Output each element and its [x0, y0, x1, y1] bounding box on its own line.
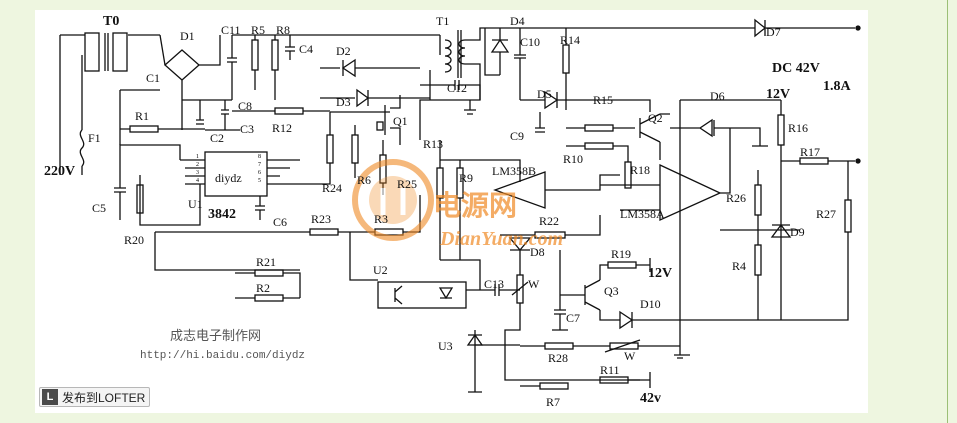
label-diydz: diydz [215, 171, 242, 185]
label-d8: D8 [530, 245, 545, 259]
label-c9: C9 [510, 129, 524, 143]
label-r7: R7 [546, 395, 560, 409]
pin-1: 1 [196, 154, 199, 160]
label-r13: R13 [423, 137, 443, 151]
label-r20: R20 [124, 233, 144, 247]
label-r11: R11 [600, 363, 620, 377]
label-r16: R16 [788, 121, 808, 135]
label-c1: C1 [146, 71, 160, 85]
label-220v: 220V [44, 164, 75, 179]
label-r18: R18 [630, 163, 650, 177]
label-q3: Q3 [604, 284, 619, 298]
label-r3: R3 [374, 212, 388, 226]
label-d3: D3 [336, 95, 351, 109]
dianyuan-watermark [352, 159, 434, 241]
share-to-lofter-button[interactable]: L 发布到LOFTER [39, 387, 150, 407]
label-c5: C5 [92, 201, 106, 215]
watermark-url: http://hi.baidu.com/diydz [140, 350, 305, 362]
label-d5: D5 [537, 87, 552, 101]
label-42v: 42v [640, 391, 661, 406]
label-r2: R2 [256, 281, 270, 295]
label-q1: Q1 [393, 114, 408, 128]
share-to-lofter-label: 发布到LOFTER [62, 390, 146, 405]
label-3842: 3842 [208, 207, 236, 222]
label-d4: D4 [510, 14, 525, 28]
watermark-site-en: DianYuan.com [439, 228, 563, 250]
label-r4: R4 [732, 259, 746, 273]
label-r17: R17 [800, 145, 820, 159]
label-r25: R25 [397, 177, 417, 191]
label-u1: U1 [188, 197, 203, 211]
label-c12: C12 [447, 81, 467, 95]
pin-7: 7 [258, 162, 261, 168]
label-r12: R12 [272, 121, 292, 135]
label-t1: T1 [436, 14, 449, 28]
label-c11: C11 [221, 23, 241, 37]
label-r9: R9 [459, 171, 473, 185]
pin-numbers: 1 2 3 4 8 7 6 5 [196, 154, 261, 184]
label-d1: D1 [180, 29, 195, 43]
label-r24: R24 [322, 181, 342, 195]
pin-5: 5 [258, 178, 261, 184]
label-r10: R10 [563, 152, 583, 166]
label-r5: R5 [251, 23, 265, 37]
watermark-author: 成志电子制作网 [170, 328, 261, 343]
label-r6: R6 [357, 173, 371, 187]
label-d2: D2 [336, 44, 351, 58]
label-lm358a: LM358A [620, 207, 665, 221]
label-d6: D6 [710, 89, 725, 103]
label-r26: R26 [726, 191, 746, 205]
label-d9: D9 [790, 225, 805, 239]
pin-4: 4 [196, 178, 199, 184]
label-current: 1.8A [823, 79, 852, 94]
label-u2: U2 [373, 263, 388, 277]
label-t0: T0 [103, 14, 119, 29]
label-r27: R27 [816, 207, 836, 221]
pin-2: 2 [196, 162, 199, 168]
label-c2: C2 [210, 131, 224, 145]
label-d7: D7 [766, 25, 781, 39]
label-c8: C8 [238, 99, 252, 113]
pin-6: 6 [258, 170, 261, 176]
label-r23: R23 [311, 212, 331, 226]
label-r14: R14 [560, 33, 580, 47]
label-r8: R8 [276, 23, 290, 37]
label-r22: R22 [539, 214, 559, 228]
label-r15: R15 [593, 93, 613, 107]
watermark-site-cn: 电源网 [433, 190, 517, 222]
component-labels: T0 T1 D1 C11 R5 R8 C4 D2 D3 D4 C10 R14 D… [44, 14, 852, 409]
label-12v-mid: 12V [648, 266, 672, 281]
label-c4: C4 [299, 42, 313, 56]
label-r19: R19 [611, 247, 631, 261]
label-12v-top: 12V [766, 87, 790, 102]
lofter-icon: L [42, 389, 58, 405]
label-c6: C6 [273, 215, 287, 229]
label-r28: R28 [548, 351, 568, 365]
wiring [59, 18, 861, 393]
label-r21: R21 [256, 255, 276, 269]
label-w2: W [624, 349, 636, 363]
image-frame [35, 10, 868, 413]
label-f1: F1 [88, 131, 101, 145]
label-c7: C7 [566, 311, 580, 325]
label-dc42v: DC 42V [772, 61, 820, 76]
label-r1: R1 [135, 109, 149, 123]
label-c3: C3 [240, 122, 254, 136]
label-c13: C13 [484, 277, 504, 291]
pin-8: 8 [258, 154, 261, 160]
right-border [947, 0, 948, 423]
pin-3: 3 [196, 170, 199, 176]
label-lm358b: LM358B [492, 164, 536, 178]
label-d10: D10 [640, 297, 661, 311]
label-q2: Q2 [648, 111, 663, 125]
label-w1: W [528, 277, 540, 291]
label-c10: C10 [520, 35, 540, 49]
label-u3: U3 [438, 339, 453, 353]
